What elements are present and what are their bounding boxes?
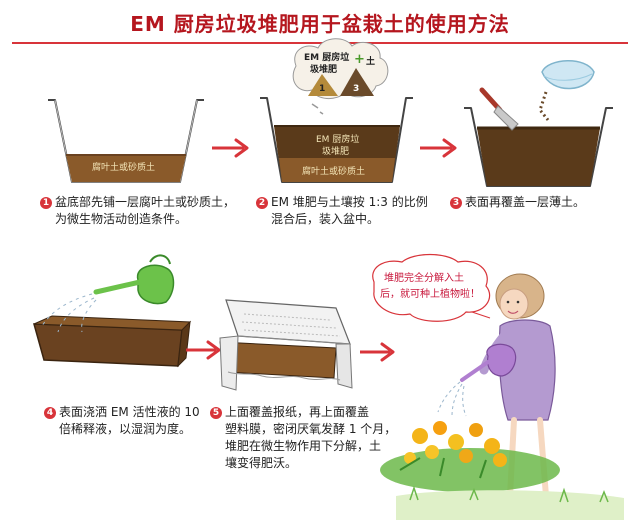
- step1-caption-line2: 为微生物活动创造条件。: [55, 212, 188, 226]
- step5-caption-line2: 塑料膜，密闭厌氧发酵 1 个月，: [225, 422, 397, 436]
- step2-caption-line2: 混合后，装入盆中。: [271, 212, 380, 226]
- step3-soil: [477, 128, 600, 186]
- flowers: [380, 421, 560, 492]
- step5-caption-line4: 壤变得肥沃。: [225, 456, 298, 470]
- step4-caption-line2: 倍稀释液，以湿润为度。: [59, 422, 192, 436]
- step2-pot: [260, 97, 413, 183]
- step1-pot: [48, 99, 204, 183]
- ratio-right-number: 3: [353, 84, 360, 94]
- arrow-right-icon: [186, 340, 221, 360]
- step-number-badge: 2: [256, 197, 268, 209]
- gardener-woman: [437, 273, 557, 502]
- step4-tray: [33, 315, 192, 368]
- compost-pile-icon: [308, 74, 338, 96]
- step1-caption-line1: 盆底部先铺一层腐叶土或砂质土，: [55, 195, 236, 209]
- bubble-line1: 堆肥完全分解入土: [384, 273, 464, 284]
- ratio-cloud: [292, 38, 389, 115]
- ratio-plus-sign: +: [354, 52, 365, 67]
- step3-caption-line1: 表面再覆盖一层薄土。: [465, 195, 586, 209]
- step2-compost-label-line2: 圾堆肥: [322, 147, 350, 157]
- page-title: EM 厨房垃圾堆肥用于盆栽土的使用方法: [130, 12, 510, 36]
- step4-caption-line1: 表面浇洒 EM 活性液的 10: [59, 405, 200, 419]
- step-number-badge: 4: [44, 407, 56, 419]
- arrow-right-icon: [360, 342, 395, 362]
- step1-base-soil: [66, 155, 186, 182]
- step5-covered-tray: [219, 299, 353, 391]
- step2-compost-label-line1: EM 厨房垃: [316, 135, 360, 145]
- ratio-left-number: 1: [319, 84, 326, 94]
- watering-can-icon: [41, 254, 175, 333]
- speech-bubble: [372, 253, 491, 322]
- title-underline: [12, 42, 628, 44]
- ratio-compost-label-line1: EM 厨房垃: [304, 53, 350, 63]
- step5-caption-line1: 上面覆盖报纸，再上面覆盖: [225, 405, 370, 419]
- step2-base-label: 腐叶土或砂质土: [302, 167, 366, 177]
- step2-base-soil: [279, 158, 395, 182]
- arrow-right-icon: [420, 138, 457, 158]
- trowel-icon: [479, 87, 519, 131]
- step2-caption-line1: EM 堆肥与土壤按 1:3 的比例: [271, 195, 428, 209]
- step1-pot-label: 腐叶土或砂质土: [92, 163, 156, 173]
- bubble-line2: 后，就可种上植物啦！: [380, 289, 480, 300]
- step-number-badge: 1: [40, 197, 52, 209]
- ratio-soil-label: 土: [366, 57, 376, 67]
- ratio-compost-label-line2: 圾堆肥: [310, 65, 338, 75]
- arrow-right-icon: [212, 138, 249, 158]
- step3-pot: [464, 107, 613, 187]
- step-number-badge: 3: [450, 197, 462, 209]
- soil-pile-icon: [340, 68, 374, 96]
- bowl-icon: [538, 60, 595, 121]
- step5-caption-line3: 堆肥在微生物作用下分解，土: [225, 439, 382, 453]
- grass: [396, 485, 624, 520]
- step-number-badge: 5: [210, 407, 222, 419]
